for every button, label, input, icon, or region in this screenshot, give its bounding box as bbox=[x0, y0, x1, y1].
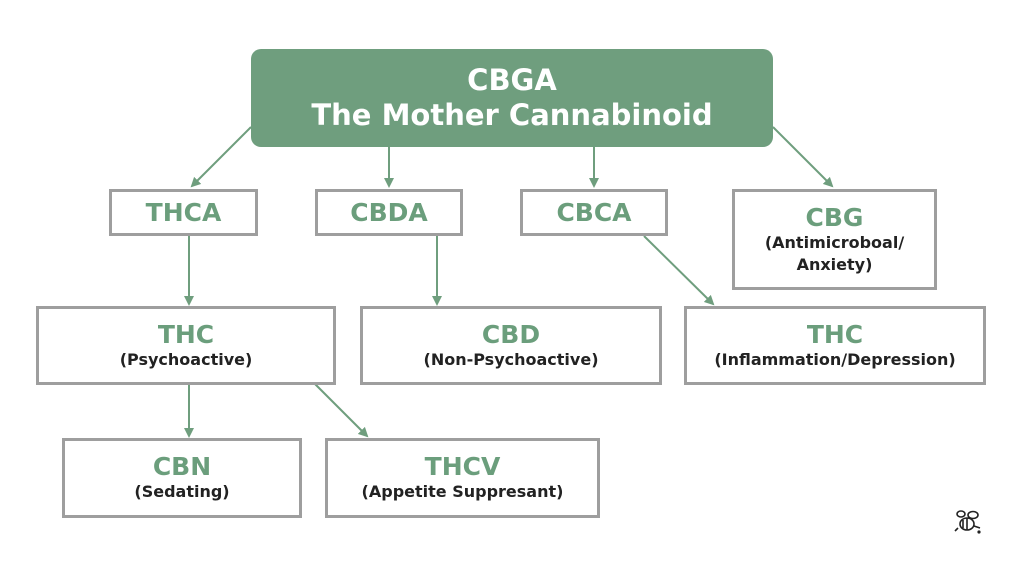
node-cbg: CBG (Antimicroboal/ Anxiety) bbox=[732, 189, 937, 290]
node-thca: THCA bbox=[109, 189, 258, 236]
node-cbda-title: CBDA bbox=[350, 197, 428, 227]
node-thcv: THCV (Appetite Suppresant) bbox=[325, 438, 600, 518]
arrow-root-to-cbg bbox=[772, 126, 834, 188]
node-cbg-title: CBG bbox=[805, 202, 864, 232]
node-cbd-subtitle: (Non-Psychoactive) bbox=[423, 349, 599, 369]
root-subtitle: The Mother Cannabinoid bbox=[311, 98, 713, 132]
node-cbca-title: CBCA bbox=[556, 197, 632, 227]
root-title: CBGA bbox=[467, 63, 557, 97]
node-thc-inflammation: THC (Inflammation/Depression) bbox=[684, 306, 986, 385]
node-thcv-title: THCV bbox=[424, 452, 501, 481]
node-cbn-title: CBN bbox=[152, 452, 212, 481]
node-cbd: CBD (Non-Psychoactive) bbox=[360, 306, 662, 385]
node-cbda: CBDA bbox=[315, 189, 463, 236]
node-thc-inflammation-title: THC bbox=[806, 319, 864, 349]
node-thc-psychoactive: THC (Psychoactive) bbox=[36, 306, 336, 385]
node-thcv-subtitle: (Appetite Suppresant) bbox=[361, 482, 564, 501]
node-cbg-subtitle-line2: Anxiety) bbox=[796, 254, 873, 274]
arrow-thc-to-thcv bbox=[314, 383, 369, 438]
arrow-root-to-thca bbox=[190, 126, 252, 188]
node-thc-psychoactive-title: THC bbox=[157, 319, 215, 349]
root-node-cbga: CBGA The Mother Cannabinoid bbox=[251, 49, 773, 147]
node-cbn: CBN (Sedating) bbox=[62, 438, 302, 518]
node-cbg-subtitle-line1: (Antimicroboal/ bbox=[764, 232, 905, 252]
node-cbd-title: CBD bbox=[481, 319, 541, 349]
arrow-cbca-to-thc bbox=[643, 235, 715, 306]
node-thc-psychoactive-subtitle: (Psychoactive) bbox=[119, 349, 253, 369]
node-cbca: CBCA bbox=[520, 189, 668, 236]
node-thc-inflammation-subtitle: (Inflammation/Depression) bbox=[714, 349, 956, 369]
node-cbn-subtitle: (Sedating) bbox=[134, 482, 230, 501]
bee-icon bbox=[954, 510, 981, 534]
node-thca-title: THCA bbox=[145, 197, 222, 227]
